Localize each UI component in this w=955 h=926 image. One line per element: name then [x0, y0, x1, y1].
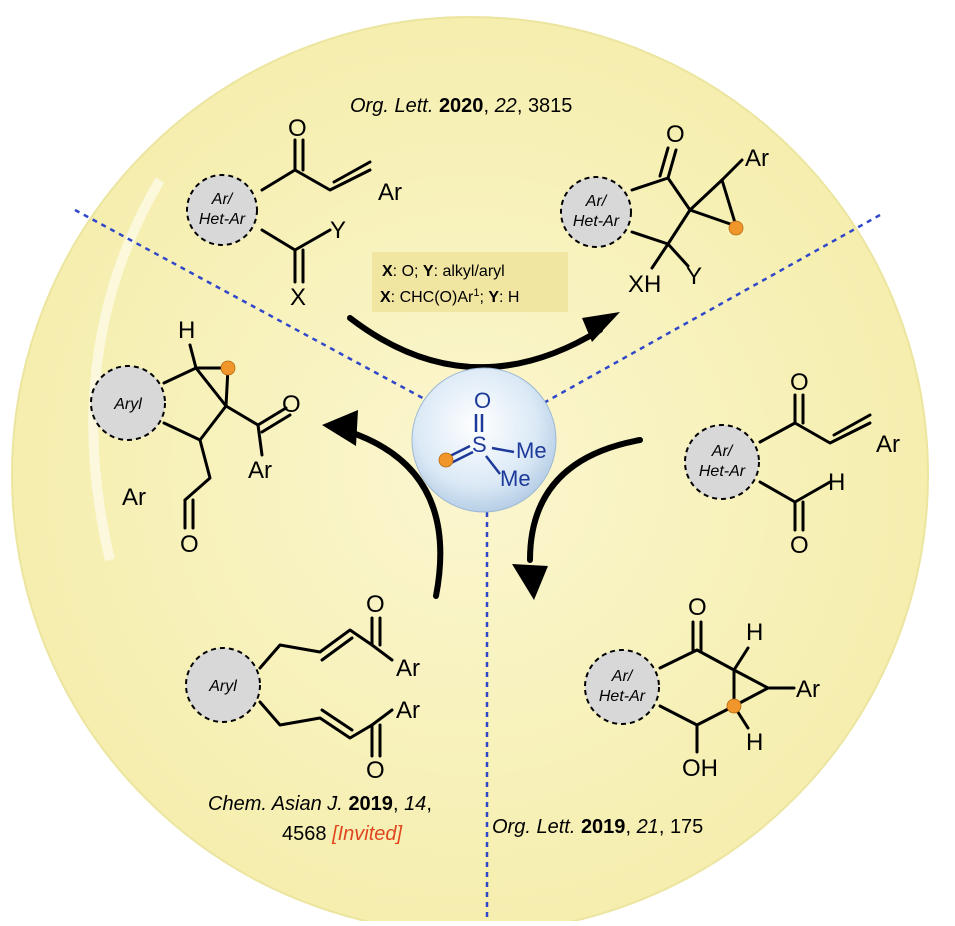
svg-text:Aryl: Aryl — [113, 396, 142, 413]
disc-highlight — [88, 177, 165, 562]
ring-aryl-bottom-left — [185, 647, 261, 723]
svg-text:O: O — [688, 594, 707, 621]
right-starting-material: Ar/ Het-Ar O Ar H O — [684, 369, 900, 559]
top-starting-material: Ar/ Het-Ar O Ar Y X — [186, 115, 402, 311]
svg-text:S: S — [472, 432, 487, 457]
svg-text:XH: XH — [628, 271, 661, 298]
svg-text:O: O — [366, 757, 385, 784]
ring-ar-het-right — [684, 424, 760, 500]
svg-text:Ar: Ar — [122, 484, 146, 511]
svg-text:Ar/: Ar/ — [711, 443, 734, 460]
svg-text:H: H — [828, 469, 845, 496]
reagent-sphere — [411, 367, 557, 513]
svg-text:Me: Me — [500, 466, 531, 491]
svg-text:H: H — [178, 317, 195, 344]
svg-text:O: O — [288, 115, 307, 142]
conditions-box: X: O; Y: alkyl/aryl X: CHC(O)Ar1; Y: H — [372, 252, 568, 312]
arrow-left — [322, 410, 444, 599]
svg-text:O: O — [282, 391, 301, 418]
svg-text:O: O — [790, 369, 809, 396]
svg-text:Ar/: Ar/ — [585, 193, 608, 210]
svg-text:H: H — [746, 619, 763, 646]
arrow-right — [512, 437, 643, 600]
svg-text:Ar: Ar — [396, 655, 420, 682]
svg-text:O: O — [366, 591, 385, 618]
svg-text:O: O — [666, 121, 685, 148]
svg-text:Ar: Ar — [248, 457, 272, 484]
svg-text:O: O — [790, 532, 809, 559]
ring-ar-het-top-right — [560, 176, 632, 248]
svg-text:Aryl: Aryl — [208, 678, 237, 695]
bottom-right-product: Ar/ Het-Ar O Ar H H OH — [584, 594, 820, 782]
svg-text:X: CHC(O)Ar1; Y: H: X: CHC(O)Ar1; Y: H — [380, 287, 519, 306]
svg-text:Ar: Ar — [396, 697, 420, 724]
svg-text:Het-Ar: Het-Ar — [199, 211, 246, 228]
svg-text:Ar/: Ar/ — [611, 668, 634, 685]
svg-text:Y: Y — [686, 263, 702, 290]
svg-text:O: O — [474, 388, 491, 413]
arrow-top — [347, 312, 620, 371]
svg-text:Ar: Ar — [745, 145, 769, 172]
top-right-product: Ar/ Het-Ar O Ar XH Y — [560, 121, 769, 298]
ring-aryl-left — [90, 365, 166, 441]
svg-text:Y: Y — [330, 217, 346, 244]
ring-ar-het-bottom-right — [584, 649, 660, 725]
svg-text:Het-Ar: Het-Ar — [599, 688, 646, 705]
divider-left — [74, 208, 431, 404]
marker-dot — [728, 220, 744, 236]
ring-ar-het-top-left — [186, 174, 258, 246]
svg-text:Het-Ar: Het-Ar — [699, 463, 746, 480]
svg-text:Het-Ar: Het-Ar — [573, 213, 620, 230]
divider-right — [539, 213, 881, 407]
left-product: Aryl H O Ar Ar O — [90, 317, 301, 558]
svg-text:OH: OH — [682, 755, 718, 782]
svg-text:Me: Me — [516, 438, 547, 463]
reference-top: Org. Lett. 2020, 22, 3815 — [350, 95, 572, 117]
svg-text:Ar: Ar — [796, 676, 820, 703]
svg-text:Ar: Ar — [876, 431, 900, 458]
svg-text:H: H — [746, 729, 763, 756]
svg-text:O: O — [180, 531, 199, 558]
svg-text:Ar: Ar — [378, 179, 402, 206]
svg-text:X: X — [290, 284, 306, 311]
reference-bottom-left-page: 4568 [Invited] — [282, 823, 403, 845]
reference-bottom-right: Org. Lett. 2019, 21, 175 — [492, 816, 703, 838]
reagent-dmso-ylide: O S Me Me — [411, 367, 557, 513]
bottom-left-starting-material: Aryl O Ar Ar O — [185, 591, 420, 784]
svg-text:Ar/: Ar/ — [211, 191, 234, 208]
reference-bottom-left: Chem. Asian J. 2019, 14, — [208, 793, 432, 815]
svg-text:X: O; Y: alkyl/aryl: X: O; Y: alkyl/aryl — [382, 263, 505, 280]
